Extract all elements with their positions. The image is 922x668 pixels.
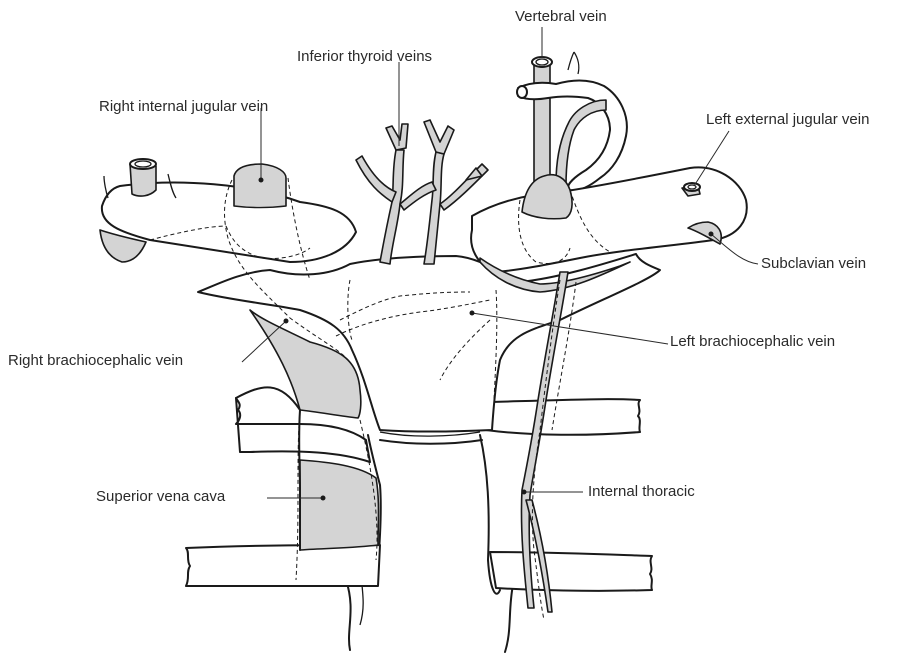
label-vertebral-vein: Vertebral vein	[515, 8, 607, 26]
label-subclavian-vein: Subclavian vein	[761, 255, 866, 273]
label-right-internal-jugular-vein: Right internal jugular vein	[99, 98, 268, 116]
label-inferior-thyroid-veins: Inferior thyroid veins	[297, 48, 432, 66]
label-right-brachiocephalic-vein: Right brachiocephalic vein	[8, 352, 183, 370]
label-left-external-jugular-vein: Left external jugular vein	[706, 111, 869, 129]
label-superior-vena-cava: Superior vena cava	[96, 488, 225, 506]
label-left-brachiocephalic-vein: Left brachiocephalic vein	[670, 333, 835, 351]
label-internal-thoracic: Internal thoracic	[588, 483, 695, 501]
inferior-thyroid-veins-drawing	[356, 120, 488, 264]
